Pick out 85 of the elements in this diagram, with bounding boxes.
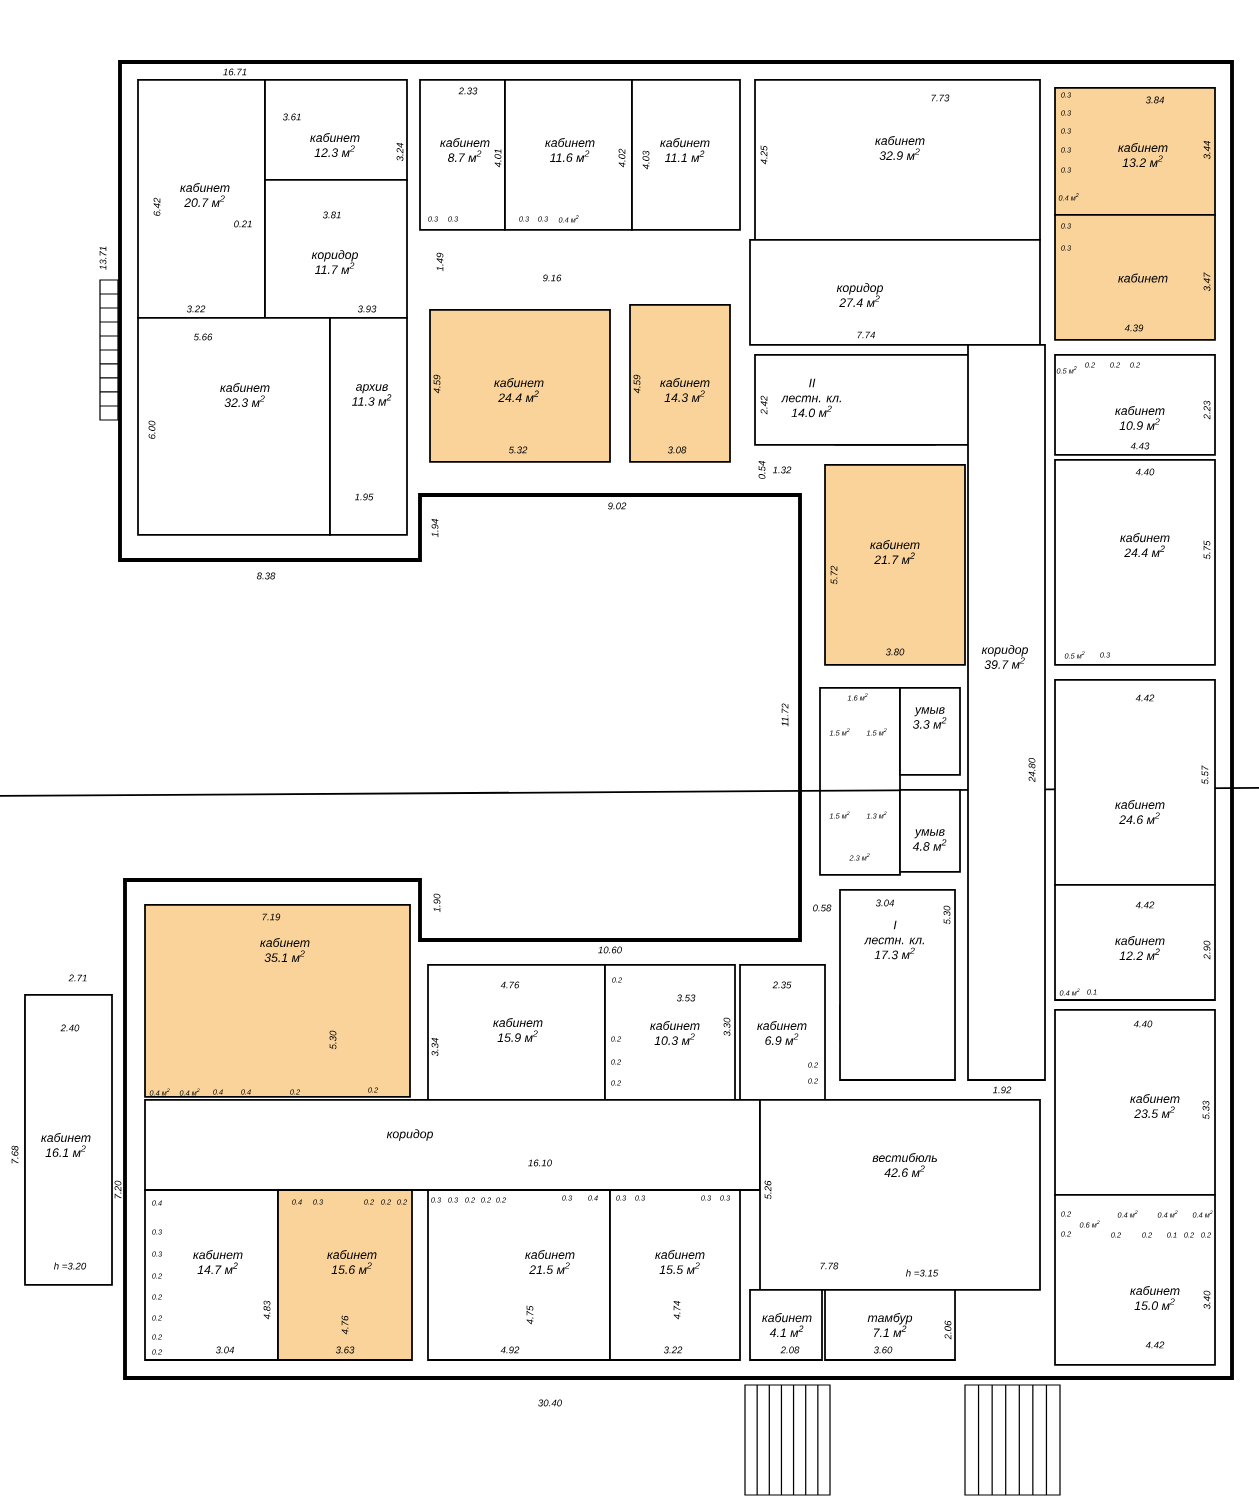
dimension-label: 9.16	[542, 274, 562, 282]
dimension-label: 2.42	[760, 395, 768, 415]
dimension-label: 4.42	[1135, 694, 1155, 702]
dimension-label: 5.30	[943, 905, 951, 925]
dimension-label: 2.08	[780, 1346, 800, 1354]
dimension-label: 4.03	[642, 150, 650, 170]
dimension-label: 4.75	[526, 1305, 534, 1325]
dimension-label: 16.71	[223, 68, 247, 76]
dimension-label: 5.75	[1203, 540, 1211, 560]
dimension-label: 4.40	[1135, 468, 1155, 476]
dimension-label: 2.90	[1203, 940, 1211, 960]
dimension-label: 4.83	[263, 1300, 271, 1320]
dimension-label: 7.74	[857, 331, 876, 339]
dimension-label: 16.10	[528, 1159, 552, 1167]
dimension-label: 3.04	[215, 1346, 235, 1354]
dimension-label: 3.04	[875, 899, 895, 907]
dimension-label: 5.57	[1201, 765, 1209, 785]
dimension-label: 4.42	[1145, 1341, 1165, 1349]
dimension-label: 7.19	[262, 913, 281, 921]
dimension-label: 5.30	[329, 1030, 337, 1050]
dimension-label: 4.74	[673, 1300, 681, 1320]
dimension-label: 3.81	[322, 211, 341, 219]
dimension-label: 8.38	[256, 572, 276, 580]
dimension-label: 4.59	[633, 374, 641, 394]
dimension-label: 2.06	[944, 1320, 952, 1340]
dimension-label: 1.32	[772, 466, 792, 474]
dimension-label: 4.92	[500, 1346, 520, 1354]
dimension-label: 4.01	[494, 149, 502, 168]
dimension-label: 5.26	[764, 1180, 772, 1200]
dimension-label: 7.78	[820, 1262, 839, 1270]
dimension-label: 0.21	[234, 220, 252, 228]
dimension-label: 4.76	[500, 981, 520, 989]
dimension-label: 2.71	[68, 974, 87, 982]
dimension-label: 3.34	[431, 1037, 439, 1057]
dimension-label: 3.30	[723, 1017, 731, 1037]
room-box: умыв 4.8 м$^{2}$	[899, 789, 961, 873]
dimension-label: 1.90	[433, 893, 441, 913]
dimension-label: 1.94	[431, 518, 439, 538]
dimension-label: 4.42	[1135, 901, 1155, 909]
dimension-label: 1.49	[436, 252, 444, 272]
dimension-label: 3.22	[186, 305, 206, 313]
dimension-label: 2.33	[458, 87, 478, 95]
dimension-label: 30.40	[538, 1399, 562, 1407]
dimension-label: 3.53	[676, 994, 696, 1002]
dimension-label: 10.60	[598, 946, 622, 954]
dimension-label: 3.08	[667, 446, 687, 454]
dimension-label: h =3.20	[53, 1262, 87, 1270]
dimension-label: 6.42	[153, 197, 161, 216]
dimension-label: 1.95	[354, 493, 374, 501]
dimension-label: 3.47	[1203, 272, 1211, 292]
room-box: умыв 3.3 м$^{2}$	[899, 687, 961, 776]
dimension-label: 4.43	[1130, 442, 1150, 450]
dimension-label: 5.72	[830, 565, 838, 585]
dimension-label: 4.76	[341, 1315, 349, 1335]
dimension-label: 3.22	[663, 1346, 683, 1354]
dimension-label: 7.20	[114, 1180, 122, 1199]
dimension-label: h =3.15	[905, 1269, 939, 1277]
dimension-label: 5.66	[193, 333, 213, 341]
dimension-label: 4.39	[1124, 324, 1144, 332]
dimension-label: 4.59	[433, 374, 441, 394]
dimension-label: 3.80	[885, 648, 905, 656]
dimension-label: 3.84	[1145, 96, 1165, 104]
dimension-label: 3.44	[1203, 140, 1211, 160]
dimension-label: 3.40	[1203, 1290, 1211, 1310]
dimension-label: 7.73	[931, 94, 950, 102]
dimension-label: 4.25	[760, 145, 768, 165]
dimension-label: 3.60	[873, 1346, 893, 1354]
dimension-label: 24.80	[1028, 758, 1036, 783]
dimension-label: 4.40	[1133, 1020, 1153, 1028]
dimension-label: 2.40	[60, 1024, 80, 1032]
dimension-label: 3.93	[357, 305, 377, 313]
dimension-label: 4.02	[618, 148, 626, 168]
dimension-label: 3.61	[282, 113, 301, 121]
dimension-label: 0.54	[758, 460, 766, 479]
dimension-label: 1.92	[992, 1086, 1012, 1094]
dimension-label: 13.71	[99, 246, 107, 270]
dimension-label: 5.32	[508, 446, 528, 454]
dimension-label: 11.72	[781, 703, 789, 727]
dimension-label: 5.33	[1202, 1100, 1210, 1120]
dimension-label: 2.35	[772, 981, 792, 989]
dimension-label: 3.63	[335, 1346, 355, 1354]
dimension-label: 6.00	[148, 420, 156, 439]
dimension-label: 2.23	[1203, 400, 1211, 420]
dimension-label: 9.02	[607, 502, 627, 510]
dimension-label: 3.24	[396, 142, 404, 162]
